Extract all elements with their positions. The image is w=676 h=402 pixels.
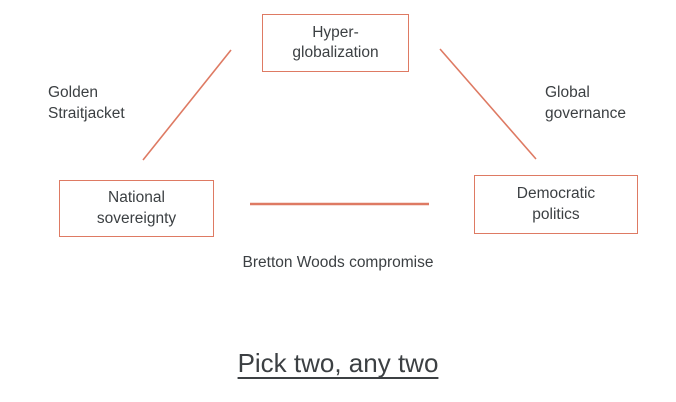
node-national-sovereignty[interactable]: National sovereignty	[59, 180, 214, 237]
edge-line-golden-straitjacket	[142, 49, 232, 161]
edge-label-bretton-woods-compromise: Bretton Woods compromise	[242, 254, 434, 271]
node-democratic-politics[interactable]: Democratic politics	[474, 175, 638, 234]
diagram-caption: Pick two, any two	[237, 348, 439, 378]
edge-label-golden-straitjacket: Golden Straitjacket	[48, 84, 125, 122]
edge-line-global-governance	[439, 48, 537, 160]
node-hyper-globalization[interactable]: Hyper- globalization	[262, 14, 409, 72]
edge-label-global-governance: Global governance	[545, 84, 627, 122]
